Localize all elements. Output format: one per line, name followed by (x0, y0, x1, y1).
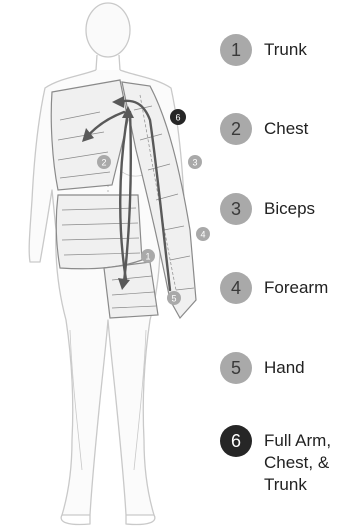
legend-item-hand: 5 Hand (220, 352, 305, 384)
legend-badge: 2 (220, 113, 252, 145)
legend-label: Forearm (264, 272, 328, 299)
legend-label: Trunk (264, 34, 307, 61)
svg-text:3: 3 (192, 158, 197, 168)
figure-marker-5: 5 (167, 291, 181, 305)
legend-item-trunk: 1 Trunk (220, 34, 307, 66)
legend-item-chest: 2 Chest (220, 113, 308, 145)
legend-badge: 1 (220, 34, 252, 66)
legend-badge: 3 (220, 193, 252, 225)
svg-text:6: 6 (175, 113, 180, 123)
figure-marker-6: 6 (170, 109, 186, 125)
legend-badge: 6 (220, 425, 252, 457)
body-figure: 2 3 4 1 5 6 (0, 0, 215, 532)
svg-text:2: 2 (101, 158, 106, 168)
legend-item-biceps: 3 Biceps (220, 193, 315, 225)
svg-text:4: 4 (200, 230, 205, 240)
legend-item-forearm: 4 Forearm (220, 272, 328, 304)
svg-text:1: 1 (145, 252, 150, 262)
legend-label: Biceps (264, 193, 315, 220)
legend-label: Hand (264, 352, 305, 379)
legend-label: Full Arm, Chest, & Trunk (264, 425, 331, 496)
legend-badge: 5 (220, 352, 252, 384)
figure-marker-1: 1 (141, 249, 155, 263)
legend-label: Chest (264, 113, 308, 140)
legend-item-full-arm-chest-trunk: 6 Full Arm, Chest, & Trunk (220, 425, 331, 496)
figure-marker-3: 3 (188, 155, 202, 169)
figure-marker-4: 4 (196, 227, 210, 241)
legend-badge: 4 (220, 272, 252, 304)
svg-text:5: 5 (171, 294, 176, 304)
thigh-zone (104, 262, 158, 318)
figure-marker-2: 2 (97, 155, 111, 169)
